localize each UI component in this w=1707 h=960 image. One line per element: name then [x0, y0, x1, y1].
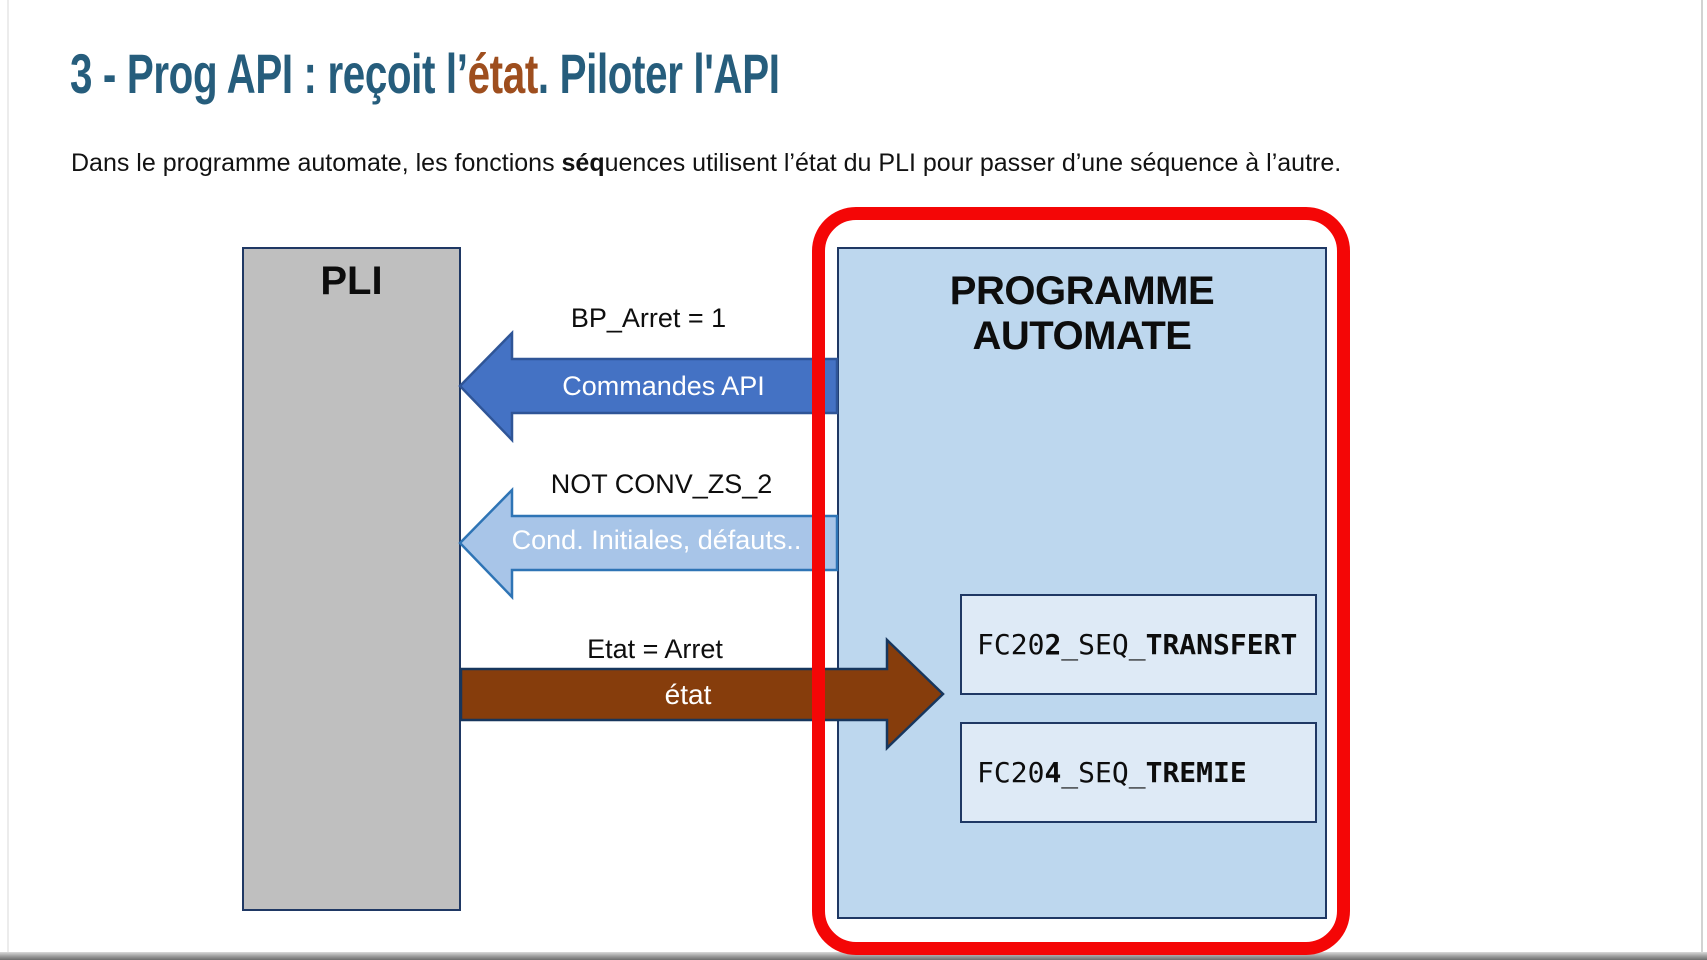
page-title: 3 - Prog API : reçoit l’état. Piloter l'… [70, 42, 780, 106]
commandes-api-label: Commandes API [562, 370, 765, 401]
etat-arrow-shape [459, 637, 945, 751]
pli-box: PLI [242, 247, 461, 911]
conditions-initiales-arrow [458, 486, 839, 601]
pli-box-label: PLI [320, 259, 383, 303]
commandes-api-arrow [458, 329, 839, 444]
commandes-api-caption: BP_Arret = 1 [570, 303, 727, 333]
fc-number: 4 [1044, 756, 1062, 789]
fc-prefix: FC20 [977, 628, 1045, 661]
conditions-initiales-caption: NOT CONV_ZS_2 [550, 469, 773, 499]
fc-suffix: TREMIE [1145, 756, 1247, 789]
intro-part2: uences utilisent l’état du PLI pour pass… [604, 149, 1342, 177]
page-title-part2: . Piloter l'API [537, 41, 780, 105]
intro-part1: Dans le programme automate, les fonction… [71, 149, 562, 177]
conditions-initiales-arrow-shape [458, 486, 839, 601]
etat-caption: Etat = Arret [587, 634, 723, 664]
conditions-initiales-label: Cond. Initiales, défauts.. [511, 525, 802, 555]
commandes-api-arrow-shape [458, 329, 839, 444]
etat-label: état [664, 678, 712, 710]
fc-number: 2 [1044, 628, 1062, 661]
fc-middle: _SEQ_ [1061, 756, 1146, 789]
etat-arrow [459, 637, 945, 751]
fc-suffix: TRANSFERT [1145, 628, 1298, 661]
left-edge-line [7, 0, 9, 960]
fc-prefix: FC20 [977, 756, 1045, 789]
page-title-accent: état [467, 41, 539, 105]
page-title-part1: 3 - Prog API : reçoit l’ [70, 41, 468, 105]
intro-text: Dans le programme automate, les fonction… [71, 147, 1341, 180]
programme-automate-label: PROGRAMME AUTOMATE [949, 269, 1215, 358]
footer-bar [0, 952, 1707, 960]
intro-bold: séq [561, 149, 605, 177]
right-edge-line [1701, 0, 1703, 960]
fc-middle: _SEQ_ [1061, 628, 1146, 661]
